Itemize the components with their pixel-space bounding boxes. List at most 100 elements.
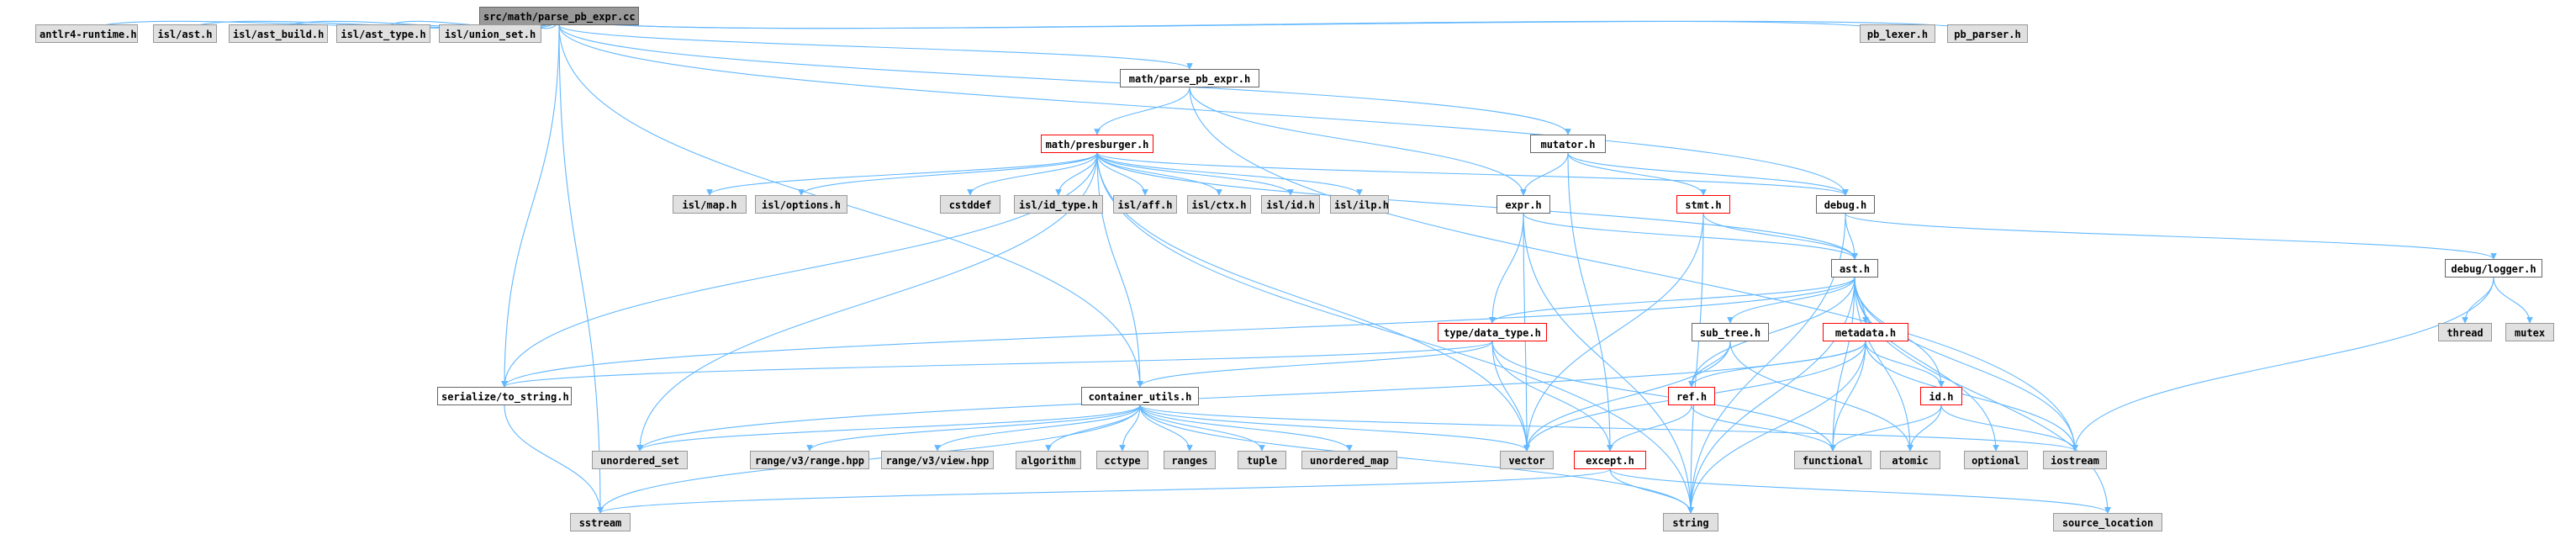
edge-data_type-to-container_utils [1137, 341, 1493, 388]
node-tuple[interactable]: tuple [1238, 451, 1286, 469]
node-ref[interactable]: ref.h [1668, 387, 1715, 405]
node-container-utils[interactable]: container_utils.h [1081, 387, 1199, 405]
node-pb-lexer[interactable]: pb_lexer.h [1860, 24, 1935, 43]
node-string[interactable]: string [1663, 513, 1718, 531]
edge-root-to-container_utils [558, 24, 1143, 388]
node-id[interactable]: id.h [1920, 387, 1962, 405]
node-stmt[interactable]: stmt.h [1676, 195, 1730, 214]
edge-root-to-serialize [501, 24, 560, 388]
edge-logger-to-thread [2462, 277, 2494, 324]
node-debug-logger[interactable]: debug/logger.h [2445, 259, 2542, 278]
edge-debug-to-logger [1845, 213, 2497, 260]
node-isl-options[interactable]: isl/options.h [755, 195, 847, 214]
node-metadata[interactable]: metadata.h [1823, 323, 1908, 341]
edge-ast-to-optional [1854, 277, 1999, 452]
node-unordered-set[interactable]: unordered_set [592, 451, 688, 469]
edge-expr-to-ast [1523, 213, 1858, 260]
edge-presburger-to-isl_options [798, 152, 1098, 196]
node-root-file[interactable]: src/math/parse_pb_expr.cc [479, 7, 639, 25]
node-except[interactable]: except.h [1574, 451, 1646, 469]
edge-mutator-to-expr [1520, 152, 1569, 196]
edge-presburger-to-serialize [501, 152, 1098, 388]
edge-mutator-to-debug [1567, 152, 1849, 196]
edge-sub_tree-to-atomic [1729, 341, 1914, 452]
edge-logger-to-iostream [2072, 277, 2494, 452]
node-isl-ctx[interactable]: isl/ctx.h [1187, 195, 1251, 214]
edge-container_utils-to-view_hpp [934, 404, 1141, 452]
node-pb-parser[interactable]: pb_parser.h [1947, 24, 2028, 43]
node-functional[interactable]: functional [1794, 451, 1871, 469]
edge-parse_pb_expr_h-to-presburger [1094, 87, 1190, 135]
node-cstddef[interactable]: cstddef [940, 195, 1000, 214]
node-sstream[interactable]: sstream [570, 513, 631, 531]
node-cctype[interactable]: cctype [1096, 451, 1148, 469]
node-mutator[interactable]: mutator.h [1530, 135, 1606, 153]
edge-metadata-to-unordered_set [636, 341, 1866, 452]
edge-presburger-to-container_utils [1096, 152, 1143, 388]
node-atomic[interactable]: atomic [1880, 451, 1940, 469]
edge-mutator-to-stmt [1567, 152, 1707, 196]
node-antlr4-runtime[interactable]: antlr4-runtime.h [35, 24, 138, 43]
edge-presburger-to-isl_id [1096, 152, 1294, 196]
edge-ast-to-functional [1829, 277, 1855, 452]
node-sub-tree[interactable]: sub_tree.h [1692, 323, 1769, 341]
edge-presburger-to-isl_aff [1096, 152, 1148, 196]
node-isl-ast-build[interactable]: isl/ast_build.h [229, 24, 328, 43]
edge-stmt-to-string [1687, 213, 1704, 514]
node-unordered-map[interactable]: unordered_map [1301, 451, 1397, 469]
node-mutex[interactable]: mutex [2505, 323, 2554, 341]
node-isl-aff[interactable]: isl/aff.h [1113, 195, 1177, 214]
edge-ref-to-except [1607, 404, 1692, 452]
edge-container_utils-to-cctype [1119, 404, 1141, 452]
node-presburger[interactable]: math/presburger.h [1041, 135, 1153, 153]
edge-container_utils-to-unordered_set [636, 404, 1141, 452]
node-vector[interactable]: vector [1500, 451, 1554, 469]
edge-stmt-to-vector [1523, 213, 1704, 452]
edge-presburger-to-isl_map [706, 152, 1098, 196]
node-algorithm[interactable]: algorithm [1016, 451, 1081, 469]
edge-container_utils-to-ranges [1139, 404, 1193, 452]
edge-expr-to-data_type [1489, 213, 1524, 324]
node-thread[interactable]: thread [2438, 323, 2492, 341]
edge-except-to-source_location [1609, 468, 2111, 514]
node-range-v3-view[interactable]: range/v3/view.hpp [881, 451, 994, 469]
node-isl-ilp[interactable]: isl/ilp.h [1330, 195, 1389, 214]
node-isl-ast[interactable]: isl/ast.h [153, 24, 217, 43]
edge-presburger-to-debug [1096, 152, 1849, 196]
edge-except-to-sstream [597, 468, 1611, 514]
edge-ast-to-sub_tree [1727, 277, 1855, 324]
node-ranges[interactable]: ranges [1164, 451, 1216, 469]
node-ast[interactable]: ast.h [1831, 259, 1878, 278]
node-isl-union-set[interactable]: isl/union_set.h [439, 24, 541, 43]
edge-ref-to-functional [1691, 404, 1836, 452]
node-isl-id-type[interactable]: isl/id_type.h [1014, 195, 1103, 214]
edge-serialize-to-sstream [504, 404, 604, 514]
edge-metadata-to-iostream [1865, 341, 2078, 452]
edge-stmt-to-ast [1702, 213, 1858, 260]
node-serialize-to-string[interactable]: serialize/to_string.h [437, 387, 572, 405]
edge-root-to-debug [558, 24, 1849, 196]
edge-container_utils-to-unordered_map [1139, 404, 1353, 452]
edge-data_type-to-except [1491, 341, 1613, 452]
edge-id-to-functional [1829, 404, 1942, 452]
edge-sub_tree-to-vector [1523, 341, 1731, 452]
node-data-type[interactable]: type/data_type.h [1438, 323, 1547, 341]
edge-presburger-to-isl_ctx [1096, 152, 1222, 196]
node-source-location[interactable]: source_location [2053, 513, 2162, 531]
edge-expr-to-string [1523, 213, 1694, 514]
edge-container_utils-to-tuple [1139, 404, 1265, 452]
node-isl-map[interactable]: isl/map.h [673, 195, 747, 214]
edge-root-to-mutator [558, 24, 1571, 135]
node-range-v3-range[interactable]: range/v3/range.hpp [750, 451, 869, 469]
node-parse-pb-expr-header[interactable]: math/parse_pb_expr.h [1120, 69, 1259, 87]
node-iostream[interactable]: iostream [2043, 451, 2107, 469]
node-optional[interactable]: optional [1964, 451, 2028, 469]
node-debug[interactable]: debug.h [1816, 195, 1875, 214]
edge-id-to-iostream [1940, 404, 2078, 452]
node-expr[interactable]: expr.h [1497, 195, 1550, 214]
edge-ast-to-data_type [1489, 277, 1855, 324]
node-isl-id[interactable]: isl/id.h [1261, 195, 1320, 214]
edge-root-to-pb_parser [558, 15, 1991, 34]
node-isl-ast-type[interactable]: isl/ast_type.h [336, 24, 430, 43]
